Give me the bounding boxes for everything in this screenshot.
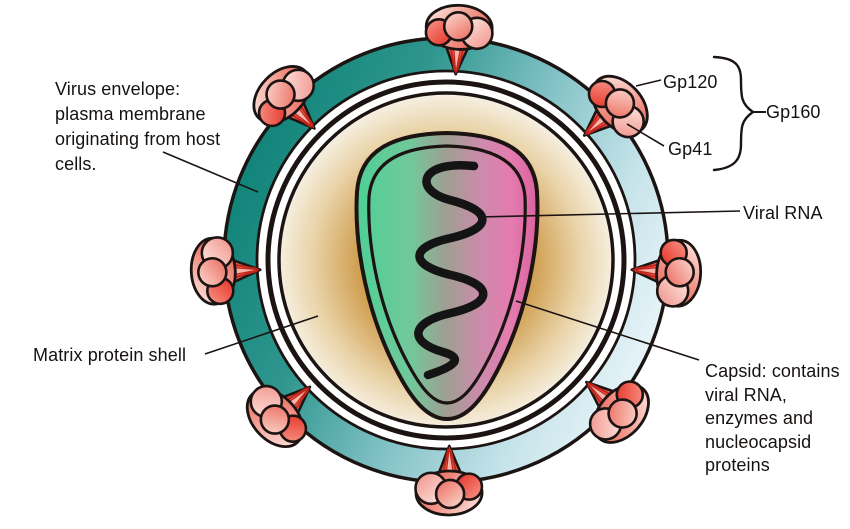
leader-line-viral-rna [477,210,741,218]
leader-lines [162,79,741,361]
label-matrix-protein-shell: Matrix protein shell [33,345,187,365]
label-gp160: Gp160 [766,102,821,122]
gp160-brace [712,55,756,172]
leader-line-gp41 [626,123,665,147]
label-viral-rna: Viral RNA [743,203,823,223]
leader-line-gp120 [635,79,662,87]
leader-line-matrix [204,315,319,355]
leader-line-capsid [515,300,700,361]
membrane-ring-outer [265,79,627,441]
label-gp41: Gp41 [668,139,713,159]
membrane-ring-inner [277,91,615,429]
label-gp120: Gp120 [663,72,718,92]
viral-rna-strand [414,160,488,380]
leader-line-envelope [162,151,259,193]
label-virus-envelope: Virus envelope: plasma membrane originat… [55,79,221,174]
capsid-inner-wall [367,144,527,405]
label-capsid: Capsid: contains viral RNA, enzymes and … [705,361,840,475]
